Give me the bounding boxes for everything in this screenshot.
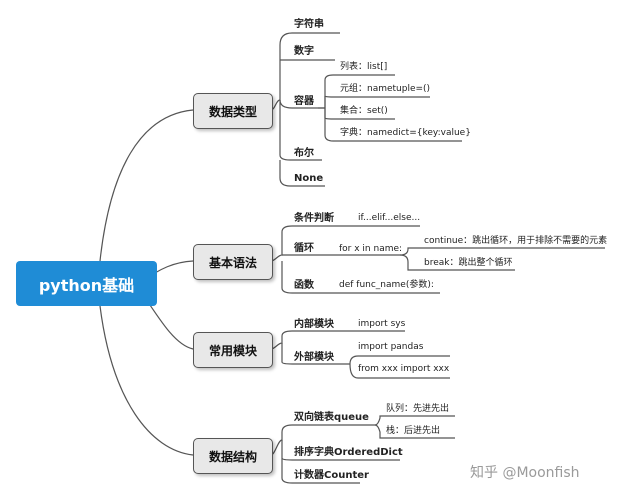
leaf-from-import[interactable]: from xxx import xxx bbox=[358, 364, 450, 374]
root-node[interactable]: python基础 bbox=[16, 261, 157, 306]
node-deque[interactable]: 双向链表queue bbox=[294, 412, 369, 423]
node-ordered-dict[interactable]: 排序字典OrderedDict bbox=[294, 447, 403, 458]
leaf-continue[interactable]: continue：跳出循环，用于排除不需要的元素 bbox=[424, 236, 608, 246]
node-bool[interactable]: 布尔 bbox=[294, 148, 314, 159]
watermark: 知乎 @Moonfish bbox=[470, 465, 580, 481]
node-loop[interactable]: 循环 bbox=[294, 243, 314, 254]
node-external-module[interactable]: 外部模块 bbox=[294, 352, 334, 363]
node-container[interactable]: 容器 bbox=[294, 96, 314, 107]
leaf-if-elif-else[interactable]: if...elif...else... bbox=[358, 213, 421, 223]
branch-data-structures[interactable]: 数据结构 bbox=[193, 438, 273, 474]
node-none[interactable]: None bbox=[294, 173, 324, 184]
leaf-set[interactable]: 集合：set() bbox=[340, 106, 388, 116]
node-function[interactable]: 函数 bbox=[294, 280, 314, 291]
leaf-list[interactable]: 列表：list[] bbox=[340, 62, 388, 72]
node-internal-module[interactable]: 内部模块 bbox=[294, 319, 334, 330]
node-number[interactable]: 数字 bbox=[294, 46, 314, 57]
leaf-tuple[interactable]: 元组：nametuple=() bbox=[340, 84, 431, 94]
leaf-import-sys[interactable]: import sys bbox=[358, 319, 406, 329]
branch-data-types[interactable]: 数据类型 bbox=[193, 93, 273, 129]
leaf-dict[interactable]: 字典：namedict={key:value} bbox=[340, 128, 471, 138]
node-counter[interactable]: 计数器Counter bbox=[294, 470, 369, 481]
branch-basic-syntax[interactable]: 基本语法 bbox=[193, 244, 273, 280]
node-string[interactable]: 字符串 bbox=[294, 19, 324, 30]
node-condition[interactable]: 条件判断 bbox=[294, 213, 334, 224]
leaf-stack[interactable]: 栈：后进先出 bbox=[386, 426, 441, 436]
leaf-def-func[interactable]: def func_name(参数): bbox=[339, 280, 434, 290]
branch-common-modules[interactable]: 常用模块 bbox=[193, 332, 273, 368]
leaf-import-pandas[interactable]: import pandas bbox=[358, 342, 424, 352]
leaf-break[interactable]: break：跳出整个循环 bbox=[424, 258, 513, 268]
leaf-for-loop[interactable]: for x in name: bbox=[339, 244, 403, 254]
leaf-queue[interactable]: 队列：先进先出 bbox=[386, 404, 450, 414]
